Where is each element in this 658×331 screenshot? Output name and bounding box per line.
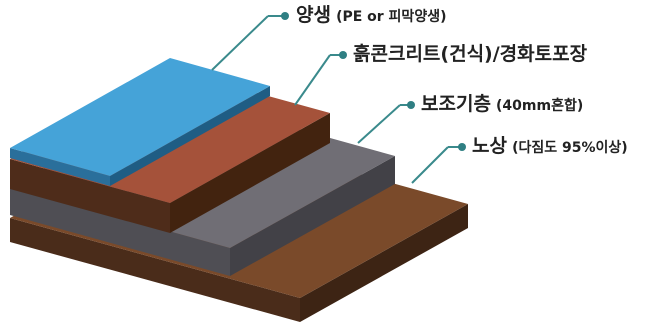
leader-line-subgrade [411, 143, 466, 184]
label-base-detail: (40mm혼합) [496, 98, 584, 114]
label-concrete: 흙콘크리트(건식)/경화토포장 [353, 45, 587, 64]
leader-line-curing [211, 12, 289, 71]
label-base: 보조기층 (40mm혼합) [421, 95, 583, 114]
leader-line-base [357, 101, 415, 144]
label-curing-name: 양생 [296, 4, 331, 26]
label-curing-detail: (PE or 피막양생) [336, 9, 447, 25]
label-curing: 양생 (PE or 피막양생) [296, 6, 446, 25]
label-subgrade: 노상 (다짐도 95%이상) [472, 137, 628, 156]
label-concrete-name: 흙콘크리트(건식)/경화토포장 [353, 43, 588, 65]
layer-curing-block [10, 58, 270, 186]
label-subgrade-name: 노상 [472, 135, 507, 157]
leader-line-concrete [294, 51, 347, 106]
label-base-name: 보조기층 [421, 93, 491, 115]
label-subgrade-detail: (다짐도 95%이상) [512, 140, 628, 156]
